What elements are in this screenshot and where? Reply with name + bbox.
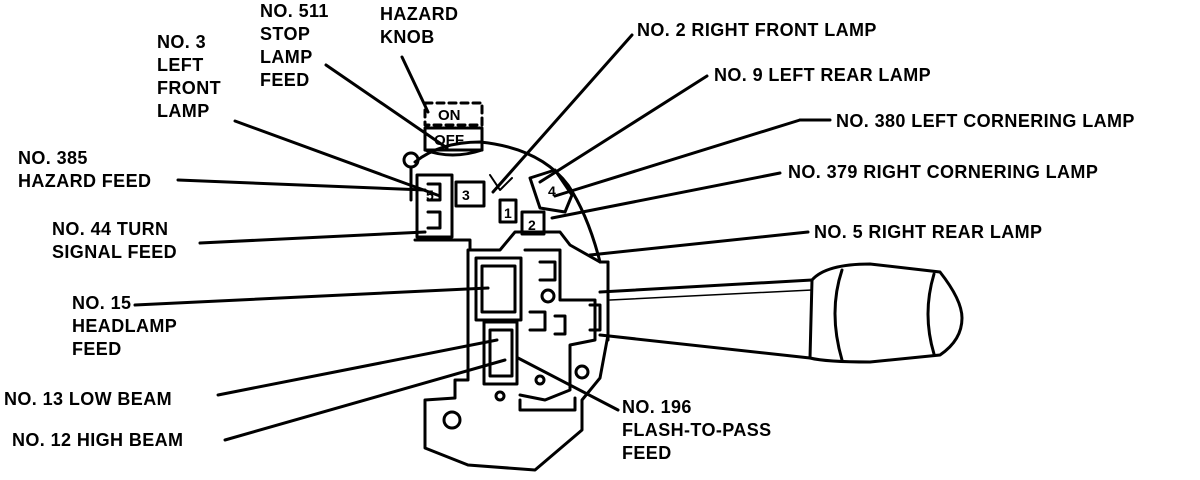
terminal-label: 1: [504, 205, 512, 221]
leader-line-no5: [588, 230, 810, 257]
switch-upper-body: [402, 140, 610, 264]
leader-line-no379: [550, 171, 782, 220]
leader-line-no44: [198, 230, 427, 245]
terminal-label: 5: [426, 187, 434, 203]
leader-line-no385: [176, 178, 427, 192]
leader-line-no2: [491, 33, 634, 194]
leader-line-no12: [223, 358, 507, 442]
terminal-label: 2: [528, 217, 536, 233]
leader-lines: [133, 33, 832, 442]
terminal-label: 4: [548, 183, 556, 199]
label-no5-right-rear-lamp: NO. 5 RIGHT REAR LAMP: [814, 222, 1043, 242]
leader-line-hazard-knob: [400, 55, 430, 114]
label-no379-right-cornering-lamp: NO. 379 RIGHT CORNERING LAMP: [788, 162, 1099, 182]
leader-line-no380b: [553, 118, 802, 198]
leader-line-no196: [516, 356, 620, 412]
hazard-knob-shape: [423, 101, 484, 157]
leader-line-no511: [324, 63, 449, 150]
leader-line-no15: [133, 286, 490, 307]
switch-lever: [598, 262, 964, 364]
label-no9-left-rear-lamp: NO. 9 LEFT REAR LAMP: [714, 65, 932, 85]
leader-line-no3: [233, 119, 442, 198]
label-no12-high-beam: NO. 12 HIGH BEAM: [12, 430, 184, 450]
label-no13-low-beam: NO. 13 LOW BEAM: [4, 389, 173, 409]
knob-on-label: ON: [438, 107, 461, 124]
switch-lower-body: [423, 248, 610, 472]
label-no2-right-front-lamp: NO. 2 RIGHT FRONT LAMP: [637, 20, 877, 40]
leader-line-no9: [538, 74, 709, 184]
terminal-numbers: 5 3 4 1 2: [426, 183, 556, 233]
leader-line-no13: [216, 338, 499, 397]
label-no380-left-cornering-lamp: NO. 380 LEFT CORNERING LAMP: [836, 111, 1135, 131]
terminal-label: 3: [462, 187, 470, 203]
